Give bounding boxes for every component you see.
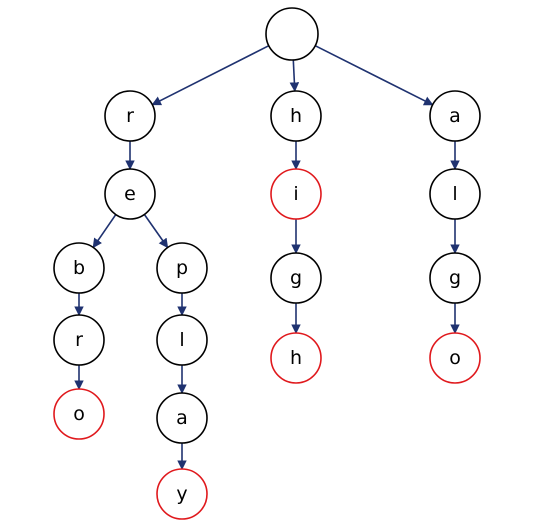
node-circle xyxy=(104,168,156,220)
node-b1: b xyxy=(53,242,105,294)
node-a1: a xyxy=(156,392,208,444)
node-o2: o xyxy=(429,332,481,384)
node-h2: h xyxy=(270,332,322,384)
node-label: r xyxy=(75,329,83,351)
node-circle xyxy=(270,252,322,304)
node-l2: l xyxy=(429,168,481,220)
edge-root-h1 xyxy=(289,59,300,92)
node-h1: h xyxy=(270,90,322,142)
node-g2: g xyxy=(429,252,481,304)
node-label: e xyxy=(124,183,136,205)
edges-layer xyxy=(74,44,460,470)
node-circle xyxy=(53,242,105,294)
terminal-node-circle xyxy=(270,332,322,384)
node-circle xyxy=(429,252,481,304)
node-label: g xyxy=(290,267,302,289)
node-label: i xyxy=(293,183,298,205)
node-label: b xyxy=(73,257,85,279)
node-circle xyxy=(270,90,322,142)
node-label: o xyxy=(449,347,461,369)
node-o1: o xyxy=(53,388,105,440)
node-label: g xyxy=(449,267,461,289)
node-label: p xyxy=(176,257,188,279)
node-circle xyxy=(429,168,481,220)
node-label: y xyxy=(176,483,187,505)
edge-e1-b1 xyxy=(92,214,117,249)
node-g1: g xyxy=(270,252,322,304)
node-y1: y xyxy=(156,468,208,520)
terminal-node-circle xyxy=(270,168,322,220)
node-circle xyxy=(429,90,481,142)
node-circle xyxy=(104,90,156,142)
node-a2: a xyxy=(429,90,481,142)
terminal-node-circle xyxy=(156,468,208,520)
node-label: o xyxy=(73,403,85,425)
node-p1: p xyxy=(156,242,208,294)
node-r1: r xyxy=(104,90,156,142)
node-circle xyxy=(53,314,105,366)
edge-root-r1 xyxy=(151,44,270,106)
node-circle xyxy=(156,242,208,294)
node-circle xyxy=(156,392,208,444)
node-l1: l xyxy=(156,314,208,366)
node-label: l xyxy=(452,183,457,205)
terminal-node-circle xyxy=(429,332,481,384)
edge-root-a2 xyxy=(314,44,434,106)
terminal-node-circle xyxy=(53,388,105,440)
node-e1: e xyxy=(104,168,156,220)
node-label: a xyxy=(449,105,461,127)
node-label: l xyxy=(179,329,184,351)
node-label: r xyxy=(126,105,134,127)
node-r2: r xyxy=(53,314,105,366)
node-circle xyxy=(156,314,208,366)
node-label: a xyxy=(176,407,188,429)
node-label: h xyxy=(290,347,302,369)
node-root xyxy=(265,7,319,61)
edge-e1-p1 xyxy=(143,214,169,249)
nodes-layer: r e b r o p l a y h i g h a l g o xyxy=(53,7,481,520)
node-label: h xyxy=(290,105,302,127)
node-circle xyxy=(265,7,319,61)
node-i1: i xyxy=(270,168,322,220)
